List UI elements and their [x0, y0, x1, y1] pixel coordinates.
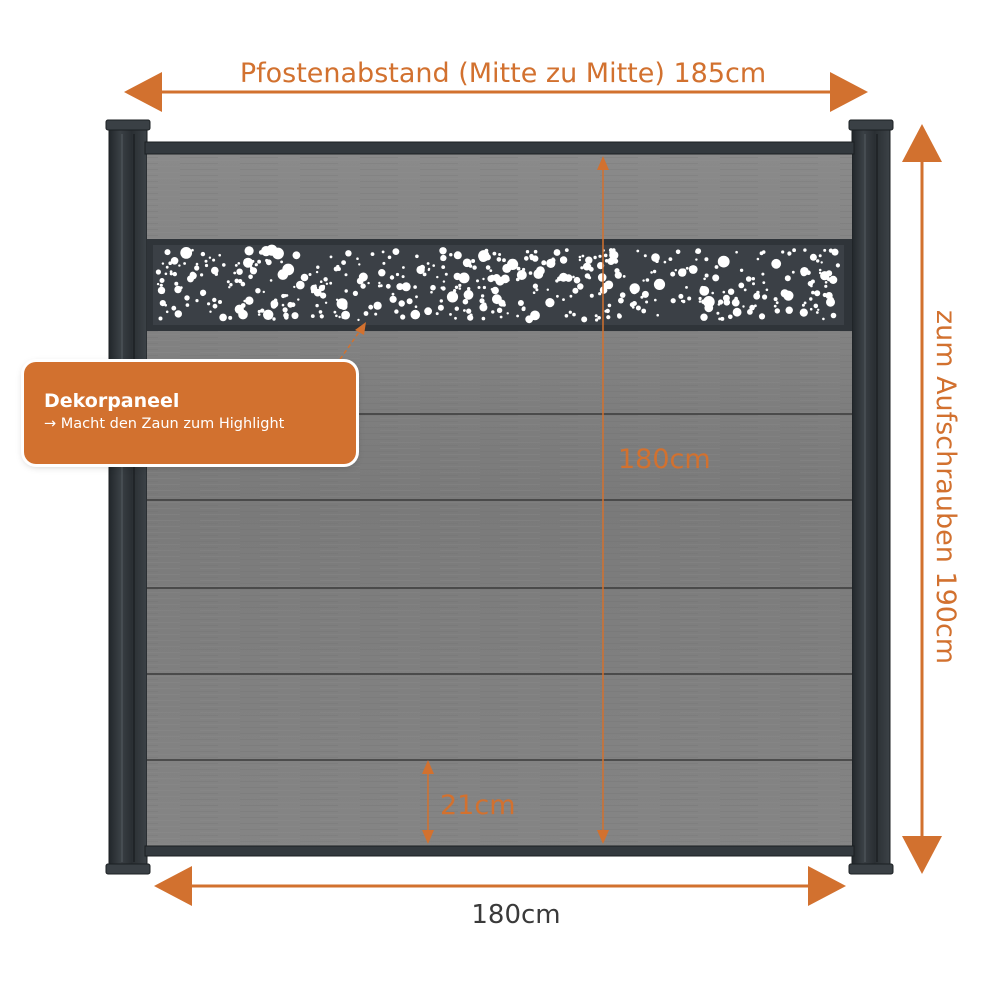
top-rail — [144, 141, 855, 155]
post-height-label: zum Aufschrauben 190cm — [930, 310, 961, 664]
left-post — [105, 119, 151, 875]
decor-panel-perforation — [155, 244, 841, 324]
right-post — [848, 119, 894, 875]
bottom-rail — [144, 845, 855, 857]
decor-panel-callout: Dekorpaneel → Macht den Zaun zum Highlig… — [24, 362, 356, 464]
board-height-dimension: 21cm — [422, 760, 516, 844]
board-height-label: 21cm — [440, 790, 516, 821]
callout-subtitle: → Macht den Zaun zum Highlight — [44, 416, 285, 432]
fence-height-dimension: 180cm — [597, 156, 711, 844]
post-spacing-dimension: Pfostenabstand (Mitte zu Mitte) 185cm — [124, 58, 868, 112]
post-spacing-label: Pfostenabstand (Mitte zu Mitte) 185cm — [240, 58, 766, 89]
callout-pointer — [335, 322, 366, 366]
post-height-dimension: zum Aufschrauben 190cm — [902, 124, 961, 874]
callout-title: Dekorpaneel — [44, 390, 180, 412]
fence-width-dimension: 180cm — [154, 866, 846, 930]
fence-height-label: 180cm — [618, 444, 711, 475]
fence-width-label: 180cm — [471, 900, 560, 930]
decor-panel — [147, 239, 852, 331]
